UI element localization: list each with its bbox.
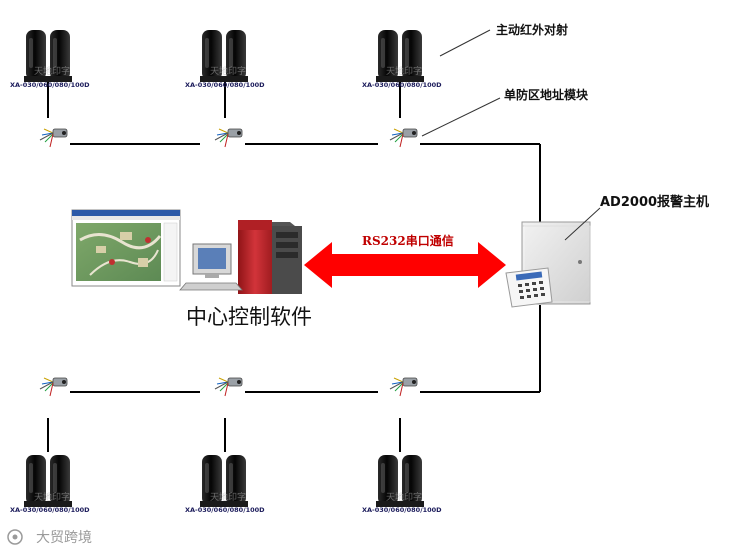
wiring — [47, 80, 541, 452]
svg-text:XA-030/060/080/100D: XA-030/060/080/100D — [362, 81, 442, 89]
svg-text:XA-030/060/080/100D: XA-030/060/080/100D — [362, 506, 442, 514]
software-screenshot — [71, 209, 181, 287]
rs232-arrow: RS232串口通信 — [304, 233, 506, 288]
svg-text:天地印字: 天地印字 — [34, 65, 70, 77]
svg-text:天地印字: 天地印字 — [386, 65, 422, 77]
svg-text:XA-030/060/080/100D: XA-030/060/080/100D — [185, 81, 265, 89]
central-software-label: 中心控制软件 — [186, 305, 312, 329]
callout-alarm-host: AD2000报警主机 — [564, 194, 709, 241]
address-module-bottom-3 — [389, 377, 418, 397]
svg-text:XA-030/060/080/100D: XA-030/060/080/100D — [185, 506, 265, 514]
alarm-keypad — [505, 267, 553, 308]
watermark: 大贸跨境 — [7, 529, 92, 546]
address-module-top-2 — [214, 128, 243, 148]
svg-text:主动红外对射: 主动红外对射 — [496, 22, 568, 37]
server-tower — [238, 220, 302, 294]
ir-beam-sensor-bottom-3: 天地印字 XA-030/060/080/100D — [362, 455, 442, 514]
rs232-label: RS232串口通信 — [362, 233, 454, 248]
ir-beam-sensor-top-2: 天地印字 XA-030/060/080/100D — [185, 30, 265, 89]
ir-beam-sensor-top-1: 天地印字 XA-030/060/080/100D — [10, 30, 90, 89]
ir-beam-sensor-bottom-1: 天地印字 XA-030/060/080/100D — [10, 455, 90, 514]
svg-text:XA-030/060/080/100D: XA-030/060/080/100D — [10, 81, 90, 89]
svg-text:单防区地址模块: 单防区地址模块 — [504, 87, 589, 102]
callout-ir-beam: 主动红外对射 — [439, 22, 568, 57]
svg-text:天地印字: 天地印字 — [386, 491, 422, 503]
svg-text:AD2000报警主机: AD2000报警主机 — [600, 194, 709, 210]
address-module-top-3 — [389, 128, 418, 148]
callout-zone-module: 单防区地址模块 — [421, 87, 589, 137]
address-module-top-1 — [39, 128, 68, 148]
address-module-bottom-1 — [39, 377, 68, 397]
svg-text:天地印字: 天地印字 — [210, 65, 246, 77]
svg-text:XA-030/060/080/100D: XA-030/060/080/100D — [10, 506, 90, 514]
svg-text:天地印字: 天地印字 — [210, 491, 246, 503]
ir-beam-sensor-bottom-2: 天地印字 XA-030/060/080/100D — [185, 455, 265, 514]
desktop-computer — [179, 243, 243, 291]
svg-text:天地印字: 天地印字 — [34, 491, 70, 503]
ir-beam-sensor-top-3: 天地印字 XA-030/060/080/100D — [362, 30, 442, 89]
address-module-bottom-2 — [214, 377, 243, 397]
svg-text:大贸跨境: 大贸跨境 — [36, 530, 92, 546]
